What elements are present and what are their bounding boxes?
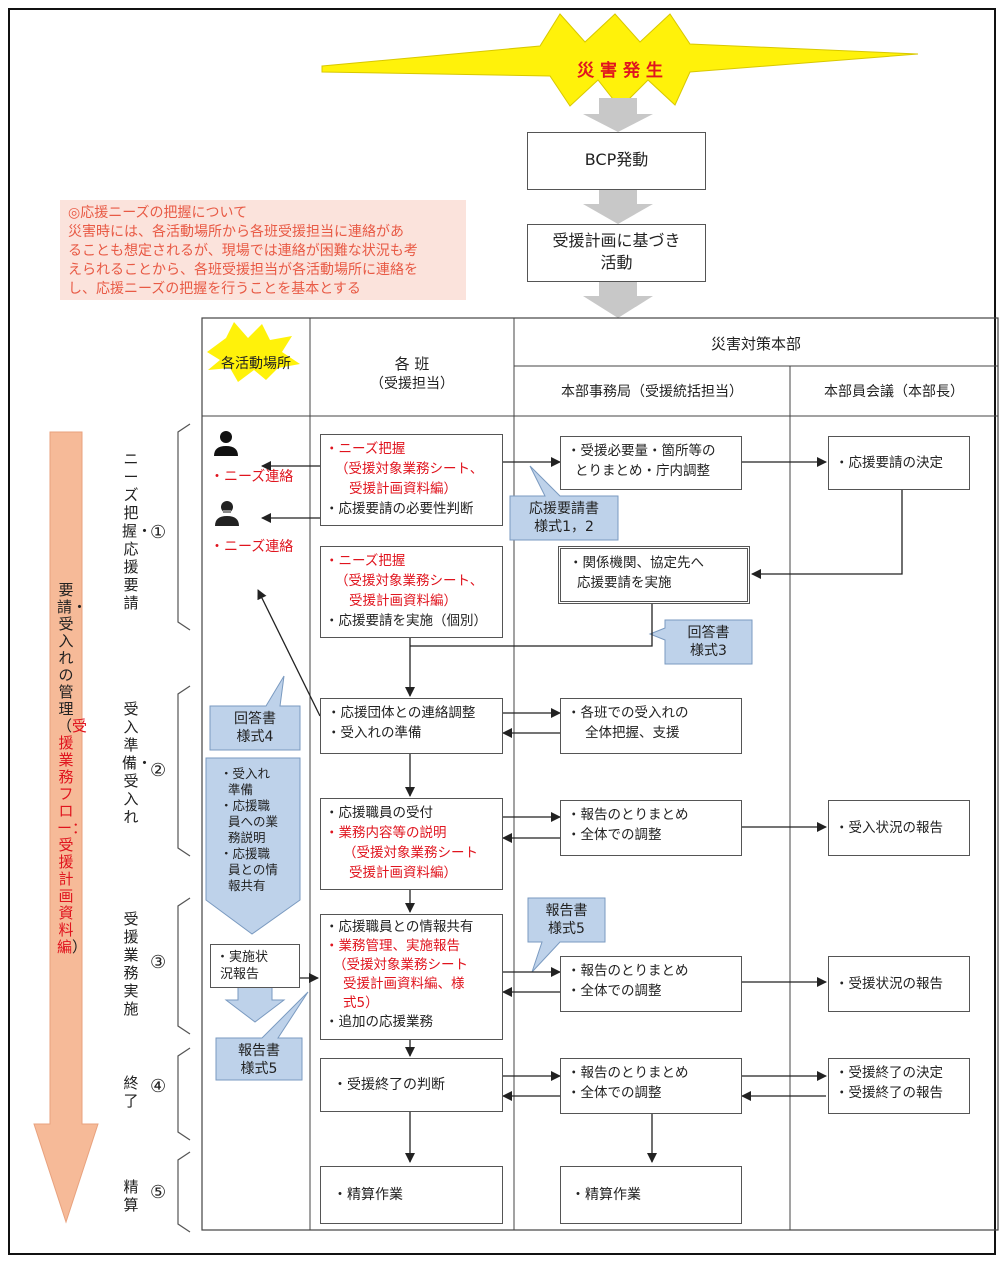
needs-contact-2: ・ニーズ連絡: [210, 539, 294, 555]
secretariat-box-reception-overview: ・各班での受入れの 全体把握、支援: [560, 698, 742, 754]
header-secretariat: 本部事務局（受援統括担当）: [561, 384, 743, 400]
needs-contact-1: ・ニーズ連絡: [210, 469, 294, 485]
sites-task-line: 準備: [228, 782, 254, 797]
team-box-reception: ・応援職員の受付 ・業務内容等の説明 （受援対象業務シート 受援計画資料編）: [320, 798, 503, 890]
secretariat-box-aggregate: ・受援必要量・箇所等の とりまとめ・庁内調整: [560, 436, 742, 490]
callout-reply-4-text: 回答書様式4: [234, 711, 276, 745]
team-box-needs-assessment: ・ニーズ把握 （受援対象業務シート、 受援計画資料編） ・応援要請の必要性判断: [320, 434, 503, 526]
secretariat-box-report-1: ・報告のとりまとめ ・全体での調整: [560, 800, 742, 856]
callout-report-5a: [527, 897, 606, 973]
phase-3-number: ③: [150, 952, 167, 973]
note-line: ることも想定されるが、現場では連絡が困難な状況も考: [68, 243, 418, 259]
callout-report-5b: [215, 991, 309, 1081]
management-label-text: 要請・受入れの管理（: [57, 581, 88, 735]
plan-activity-line2: 活動: [600, 253, 633, 272]
council-box-reception-report: ・受入状況の報告: [828, 800, 970, 856]
council-box-termination: ・受援終了の決定 ・受援終了の報告: [828, 1058, 970, 1114]
sites-task-line: ・応援職: [220, 846, 271, 861]
sites-task-line: 員との情: [228, 862, 278, 877]
phase-3-label: 受援業務実施: [123, 910, 139, 1018]
phase-5-label: 精算: [123, 1178, 139, 1214]
management-arrow-label: 要請・受入れの管理（受援業務フロー：受援計画資料編）: [57, 582, 87, 956]
note-line: 災害時には、各活動場所から各班受援担当に連絡があ: [68, 224, 404, 240]
note-line: し、応援ニーズの把握を行うことを基本とする: [68, 281, 361, 297]
status-report-line2: 況報告: [220, 967, 260, 982]
phase-1-label: ニーズ把握・応援要請: [122, 450, 153, 612]
plan-activity-line1: 受援計画に基づき: [552, 231, 681, 250]
person-icon: [215, 501, 239, 526]
callout-report-5b-text: 報告書様式5: [238, 1043, 280, 1077]
secretariat-box-report-3: ・報告のとりまとめ ・全体での調整: [560, 1058, 742, 1114]
management-orange-arrow: [33, 431, 99, 1224]
diagram-frame: [8, 8, 996, 1255]
status-report-box: ・実施状 況報告: [210, 944, 300, 988]
sites-task-line: 務説明: [228, 830, 266, 845]
callout-reply-3-text: 回答書様式3: [687, 625, 730, 659]
council-box-request-decision: ・応援要請の決定: [828, 436, 970, 490]
council-box-support-report: ・受援状況の報告: [828, 956, 970, 1012]
phase-2-number: ②: [150, 760, 167, 781]
plan-activity-box: 受援計画に基づき 活動: [527, 224, 706, 282]
sites-blue-block-arrow: [205, 757, 301, 935]
note-title: ◎応援ニーズの把握について: [68, 205, 248, 221]
secretariat-box-report-2: ・報告のとりまとめ ・全体での調整: [560, 956, 742, 1012]
gray-down-arrow-2: [583, 190, 653, 224]
header-team: 各 班 （受援担当）: [310, 354, 514, 394]
team-box-coordination: ・応援団体との連絡調整 ・受入れの準備: [320, 698, 503, 754]
callout-request-form: [509, 465, 619, 541]
phase-2-label: 受入準備・受入れ: [122, 700, 153, 826]
header-team-line1: 各 班: [394, 355, 430, 373]
team-box-request: ・ニーズ把握 （受援対象業務シート、 受援計画資料編） ・応援要請を実施（個別）: [320, 546, 503, 638]
person-icon: [214, 431, 238, 456]
header-council: 本部員会議（本部長）: [824, 384, 964, 400]
callout-request-form-text: 応援要請書様式1，2: [529, 501, 599, 535]
team-box-settlement: ・精算作業: [320, 1166, 503, 1224]
sites-burst-shape: [207, 322, 300, 382]
team-box-termination: ・受援終了の判断: [320, 1058, 503, 1112]
phase-4-label: 終了: [123, 1074, 139, 1110]
secretariat-box-settlement: ・精算作業: [560, 1166, 742, 1224]
phase-4-number: ④: [150, 1076, 167, 1097]
support-needs-note: ◎応援ニーズの把握について 災害時には、各活動場所から各班受援担当に連絡があ る…: [60, 200, 466, 300]
header-team-line2: （受援担当）: [370, 376, 454, 392]
callout-report-5a-text: 報告書様式5: [545, 903, 588, 937]
phase-1-number: ①: [150, 522, 167, 543]
sites-task-line: 員への業: [228, 814, 279, 829]
sites-task-line: ・受入れ: [220, 766, 271, 781]
management-label-red: 受援業務フロー：受援計画資料編: [57, 717, 88, 956]
team-box-operations: ・応援職員との情報共有 ・業務管理、実施報告 （受援対象業務シート 受援計画資料…: [320, 914, 503, 1040]
disaster-burst-shape: [321, 13, 919, 109]
status-report-line1: ・実施状: [216, 950, 269, 965]
phase-5-number: ⑤: [150, 1182, 167, 1203]
secretariat-box-external-request: ・関係機関、協定先へ 応援要請を実施: [558, 546, 750, 604]
bcp-activation-box: BCP発動: [527, 132, 706, 190]
gray-down-arrow-3: [583, 282, 653, 318]
gray-down-arrow-1: [583, 98, 653, 132]
sites-task-line: ・応援職: [220, 798, 271, 813]
callout-reply-4: [209, 675, 301, 751]
sites-tasks-list: ・受入れ 準備 ・応援職 員への業 務説明 ・応援職 員との情 報共有: [220, 766, 290, 894]
header-hq: 災害対策本部: [710, 335, 801, 353]
management-label-close: ）: [72, 938, 88, 956]
sites-task-line: 報共有: [228, 878, 266, 893]
disaster-occurrence-label: 災 害 発 生: [577, 61, 663, 81]
note-line: えられることから、各班受援担当が各活動場所に連絡を: [68, 262, 418, 278]
callout-reply-3: [648, 619, 753, 665]
header-sites: 各活動場所: [221, 356, 291, 372]
